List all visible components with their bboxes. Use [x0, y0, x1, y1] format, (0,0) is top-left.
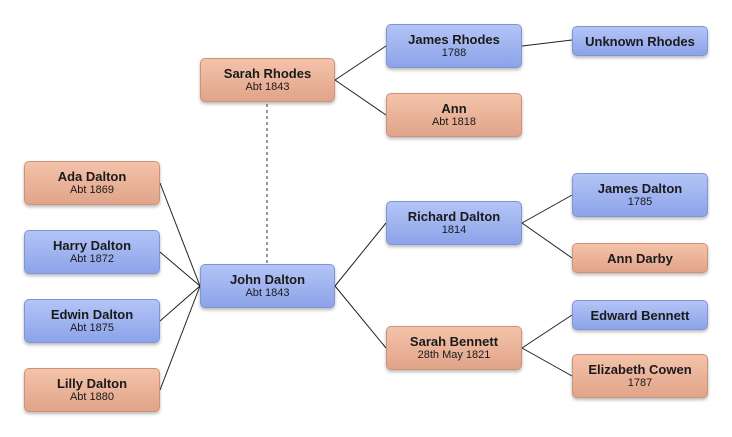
person-name: Unknown Rhodes: [585, 33, 695, 49]
person-date: 28th May 1821: [417, 349, 491, 361]
parent-link-ann: [334, 79, 387, 116]
person-name: Sarah Bennett: [409, 334, 499, 349]
parent-link-ann-darby: [521, 222, 573, 259]
child-link-harry: [159, 251, 201, 287]
person-lilly-dalton[interactable]: Lilly Dalton Abt 1880: [24, 368, 160, 412]
person-ann[interactable]: Ann Abt 1818: [386, 93, 522, 137]
person-name: Harry Dalton: [52, 238, 132, 253]
parent-link-james-dalton: [521, 194, 573, 224]
child-link-edwin: [159, 285, 201, 322]
person-date: Abt 1843: [245, 287, 290, 299]
person-name: Ann: [441, 101, 467, 116]
parent-link-edward-bennett: [521, 314, 573, 349]
person-date: Abt 1869: [69, 184, 115, 196]
person-name: Edward Bennett: [590, 307, 690, 323]
person-date: Abt 1843: [245, 81, 290, 93]
person-name: Ann Darby: [607, 250, 673, 266]
person-date: Abt 1872: [69, 253, 115, 265]
person-name: Richard Dalton: [407, 209, 501, 224]
person-name: Sarah Rhodes: [223, 66, 312, 81]
person-sarah-rhodes[interactable]: Sarah Rhodes Abt 1843: [200, 58, 335, 102]
person-name: Edwin Dalton: [50, 307, 134, 322]
person-unknown-rhodes[interactable]: Unknown Rhodes: [572, 26, 708, 56]
person-name: Elizabeth Cowen: [588, 362, 692, 377]
person-john-dalton[interactable]: John Dalton Abt 1843: [200, 264, 335, 308]
person-name: James Rhodes: [408, 32, 500, 47]
person-name: Lilly Dalton: [56, 376, 128, 391]
person-date: 1814: [441, 224, 467, 236]
person-james-dalton[interactable]: James Dalton 1785: [572, 173, 708, 217]
person-name: Ada Dalton: [57, 169, 127, 184]
parent-link-unknown-rhodes: [521, 39, 573, 47]
child-link-lilly: [159, 285, 201, 391]
parent-link-elizabeth-cowen: [521, 347, 573, 377]
person-date: Abt 1818: [431, 116, 477, 128]
child-link-ada: [159, 182, 201, 287]
person-date: 1788: [441, 47, 467, 59]
person-name: James Dalton: [597, 181, 683, 196]
parent-link-richard: [334, 222, 387, 287]
parent-link-sarah-bennett: [334, 285, 387, 349]
person-date: Abt 1880: [69, 391, 115, 403]
person-date: Abt 1875: [69, 322, 115, 334]
person-ann-darby[interactable]: Ann Darby: [572, 243, 708, 273]
person-edwin-dalton[interactable]: Edwin Dalton Abt 1875: [24, 299, 160, 343]
person-richard-dalton[interactable]: Richard Dalton 1814: [386, 201, 522, 245]
person-elizabeth-cowen[interactable]: Elizabeth Cowen 1787: [572, 354, 708, 398]
person-ada-dalton[interactable]: Ada Dalton Abt 1869: [24, 161, 160, 205]
person-edward-bennett[interactable]: Edward Bennett: [572, 300, 708, 330]
person-sarah-bennett[interactable]: Sarah Bennett 28th May 1821: [386, 326, 522, 370]
parent-link-james-rhodes: [334, 45, 387, 81]
person-date: 1787: [627, 377, 653, 389]
person-james-rhodes[interactable]: James Rhodes 1788: [386, 24, 522, 68]
person-name: John Dalton: [229, 272, 306, 287]
person-harry-dalton[interactable]: Harry Dalton Abt 1872: [24, 230, 160, 274]
person-date: 1785: [627, 196, 653, 208]
